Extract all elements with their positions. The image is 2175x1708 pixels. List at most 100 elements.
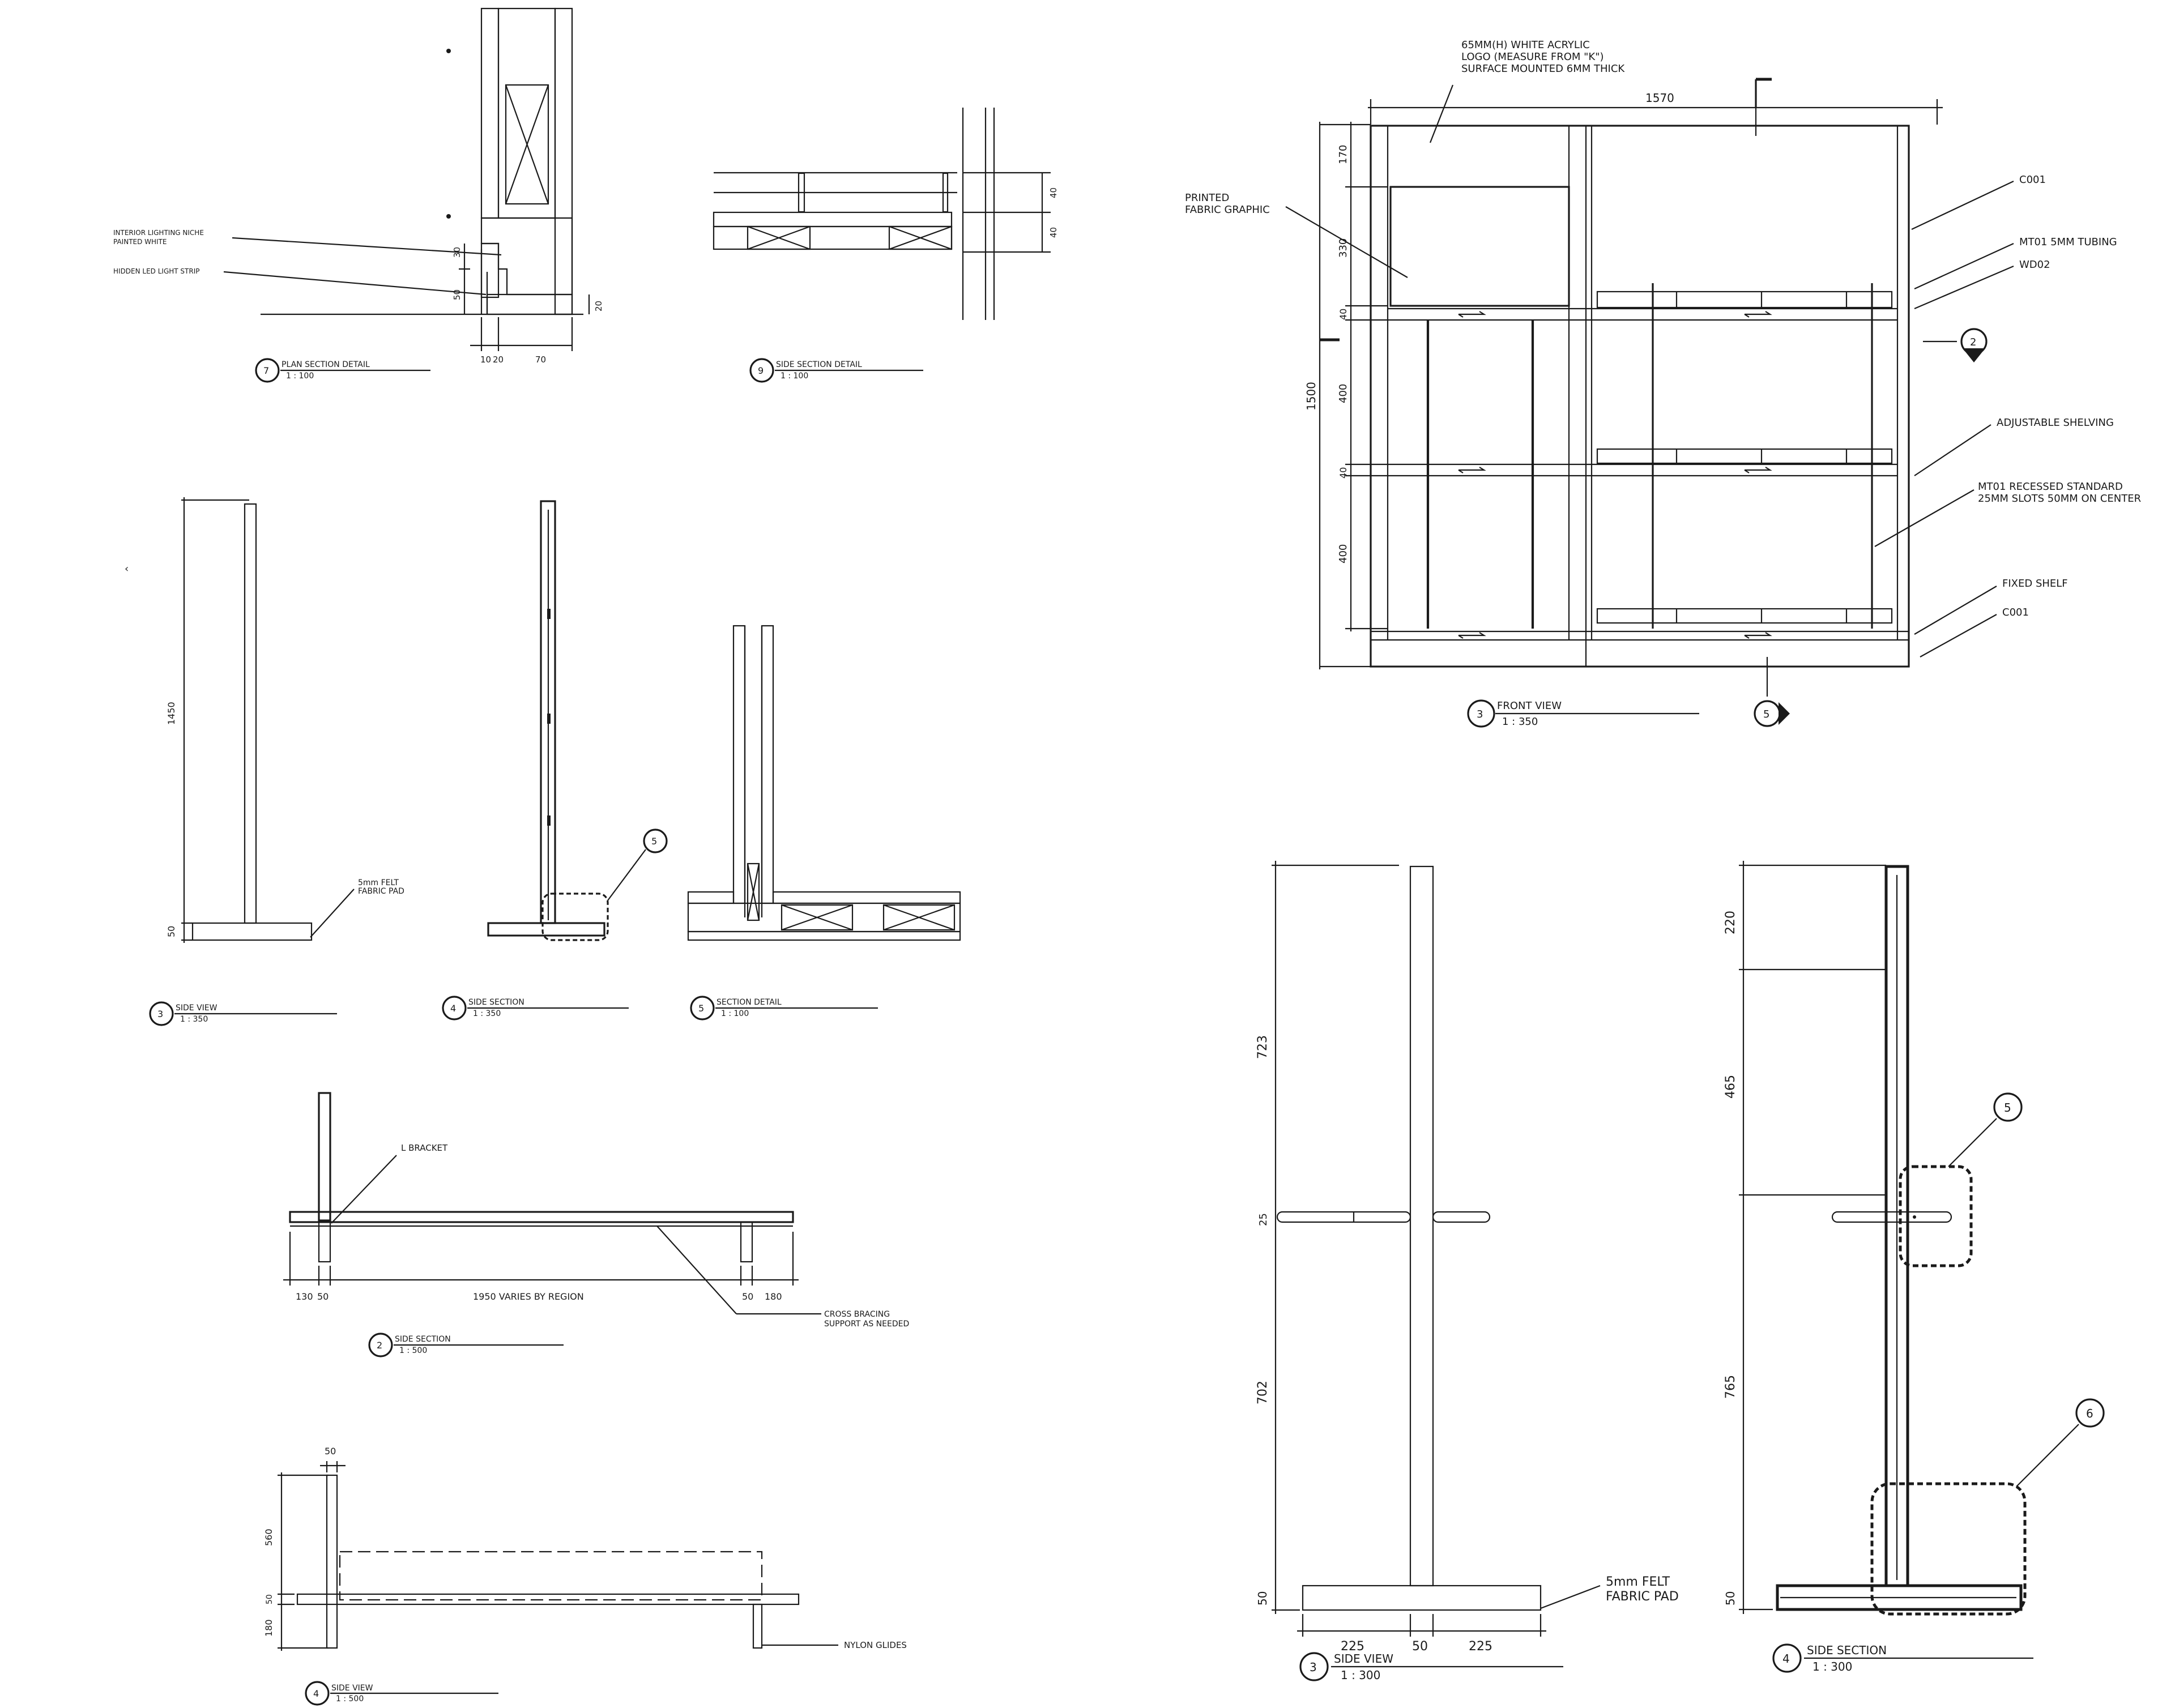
dim-170: 170 <box>1337 145 1349 164</box>
side-view-large: 723 25 702 50 225 50 225 5mm FELT FABRIC… <box>1256 861 1679 1682</box>
note-logo-line2: LOGO (MEASURE FROM "K") <box>1461 51 1604 63</box>
dim-50-section-large: 50 <box>1724 1591 1737 1605</box>
label-wd02: WD02 <box>2019 259 2050 271</box>
note-felt-line2: FABRIC PAD <box>358 887 404 896</box>
scale-section-detail: 1 : 100 <box>721 1009 749 1018</box>
dim-702: 702 <box>1256 1381 1270 1404</box>
callout-5-detail: 5 <box>698 1003 704 1014</box>
scale-side-view-small: 1 : 350 <box>180 1015 208 1024</box>
dim-130: 130 <box>296 1291 313 1302</box>
front-view: 1570 1500 170 330 40 400 40 400 65MM(H) … <box>1185 39 2141 728</box>
dim-400a: 400 <box>1337 384 1349 403</box>
dim-225b: 225 <box>1469 1639 1492 1654</box>
dim-30: 30 <box>452 247 462 258</box>
dim-40b-front: 40 <box>1338 467 1349 479</box>
scale-plan-section: 1 : 100 <box>286 372 314 381</box>
dim-50-bench-view: 50 <box>265 1594 274 1604</box>
dim-40a-front: 40 <box>1338 309 1349 320</box>
dim-50b-bench: 50 <box>742 1291 753 1302</box>
callout-4-large: 4 <box>1782 1652 1790 1666</box>
dim-50-top: 50 <box>325 1446 336 1457</box>
dim-50: 50 <box>452 289 462 300</box>
side-view-small: 1450 50 5mm FELT FABRIC PAD ‹ 3 SIDE VIE… <box>125 497 404 1026</box>
ref-5-large: 5 <box>2004 1101 2011 1115</box>
callout-4-bench: 4 <box>313 1688 319 1699</box>
note-felt-line1: 5mm FELT <box>358 878 399 887</box>
ref-6-large: 6 <box>2086 1407 2093 1420</box>
scale-side-view-bench: 1 : 500 <box>336 1694 364 1703</box>
dim-40b: 40 <box>1048 227 1059 238</box>
ref-5-small: 5 <box>651 836 657 847</box>
label-mt01-recessed-line2: 25MM SLOTS 50MM ON CENTER <box>1978 493 2141 505</box>
callout-3-front: 3 <box>1477 708 1483 720</box>
note-logo-line3: SURFACE MOUNTED 6MM THICK <box>1461 63 1625 75</box>
callout-3-large: 3 <box>1310 1660 1317 1674</box>
section-detail: 5 SECTION DETAIL 1 : 100 <box>687 625 961 1020</box>
label-adjustable-shelving: ADJUSTABLE SHELVING <box>1997 417 2114 429</box>
scale-front-view: 1 : 350 <box>1502 716 1538 728</box>
side-section-large: 5 6 220 465 765 50 4 SIDE SECTION 1 : 30… <box>1724 861 2105 1673</box>
dim-50-width: 50 <box>1412 1639 1428 1654</box>
side-section-bench: L BRACKET CROSS BRACING SUPPORT AS NEEDE… <box>283 1092 909 1357</box>
dim-400b: 400 <box>1337 544 1349 563</box>
note-logo-line1: 65MM(H) WHITE ACRYLIC <box>1461 39 1590 51</box>
dim-465: 465 <box>1724 1075 1738 1099</box>
stray-mark: ‹ <box>125 563 129 575</box>
dim-220: 220 <box>1724 911 1738 934</box>
scale-side-section-small: 1 : 350 <box>473 1009 501 1018</box>
note-felt-large-line1: 5mm FELT <box>1606 1575 1670 1589</box>
dim-50-large: 50 <box>1256 1591 1269 1605</box>
title-side-view-large: SIDE VIEW <box>1334 1652 1393 1666</box>
note-felt-large-line2: FABRIC PAD <box>1606 1590 1679 1604</box>
dim-723: 723 <box>1256 1035 1270 1059</box>
dim-20b: 20 <box>493 355 504 365</box>
title-section-detail: SECTION DETAIL <box>717 998 782 1007</box>
ref-5-front: 5 <box>1763 708 1769 720</box>
ref-2-front: 2 <box>1970 336 1976 348</box>
dim-50-small: 50 <box>166 926 177 937</box>
dim-225a: 225 <box>1341 1639 1364 1654</box>
side-section-detail: 40 40 9 SIDE SECTION DETAIL 1 : 100 <box>713 108 1059 383</box>
title-side-section-detail: SIDE SECTION DETAIL <box>776 360 862 369</box>
scale-side-section-large: 1 : 300 <box>1812 1660 1852 1673</box>
title-side-section-bench: SIDE SECTION <box>395 1335 451 1344</box>
note-graphic-line1: PRINTED <box>1185 192 1229 204</box>
title-front-view: FRONT VIEW <box>1497 700 1562 712</box>
dim-10: 10 <box>480 355 491 365</box>
side-section-small: 5 4 SIDE SECTION 1 : 350 <box>442 500 668 1020</box>
title-side-view-small: SIDE VIEW <box>176 1004 218 1013</box>
title-side-view-bench: SIDE VIEW <box>331 1684 373 1693</box>
title-side-section-small: SIDE SECTION <box>468 998 524 1007</box>
dim-50a-bench: 50 <box>317 1291 329 1302</box>
title-side-section-large: SIDE SECTION <box>1807 1643 1887 1657</box>
scale-side-section-detail: 1 : 100 <box>781 372 808 381</box>
note-bracing-line2: SUPPORT AS NEEDED <box>824 1320 909 1329</box>
dim-1450: 1450 <box>166 702 177 725</box>
dim-180-bench: 180 <box>765 1291 782 1302</box>
dim-70: 70 <box>535 355 546 365</box>
callout-4-small: 4 <box>450 1003 456 1014</box>
callout-2-bench: 2 <box>377 1340 382 1351</box>
plan-section-detail: INTERIOR LIGHTING NICHE PAINTED WHITE HI… <box>113 7 604 383</box>
note-graphic-line2: FABRIC GRAPHIC <box>1185 204 1270 216</box>
scale-side-view-large: 1 : 300 <box>1341 1668 1380 1682</box>
note-nylon-glides: NYLON GLIDES <box>844 1640 907 1650</box>
note-led-strip: HIDDEN LED LIGHT STRIP <box>113 267 200 275</box>
dim-560: 560 <box>263 1528 274 1546</box>
note-niche-line1: INTERIOR LIGHTING NICHE <box>113 229 204 237</box>
scale-side-section-bench: 1 : 500 <box>399 1346 427 1355</box>
dim-1570: 1570 <box>1645 91 1674 105</box>
note-niche-line2: PAINTED WHITE <box>113 238 167 246</box>
dim-25: 25 <box>1257 1213 1269 1226</box>
label-mt01-recessed-line1: MT01 RECESSED STANDARD <box>1978 481 2123 493</box>
callout-9: 9 <box>758 365 764 376</box>
note-bracing-line1: CROSS BRACING <box>824 1310 890 1319</box>
note-l-bracket: L BRACKET <box>401 1143 448 1153</box>
dim-span: 1950 VARIES BY REGION <box>473 1291 584 1302</box>
label-mt01-tubing: MT01 5MM TUBING <box>2019 236 2117 248</box>
label-fixed-shelf: FIXED SHELF <box>2002 578 2068 590</box>
side-view-bench: 50 560 50 180 NYLON GLIDES 4 SIDE VIEW 1… <box>263 1446 907 1706</box>
dim-40a: 40 <box>1048 187 1059 198</box>
callout-3-small: 3 <box>157 1009 163 1019</box>
